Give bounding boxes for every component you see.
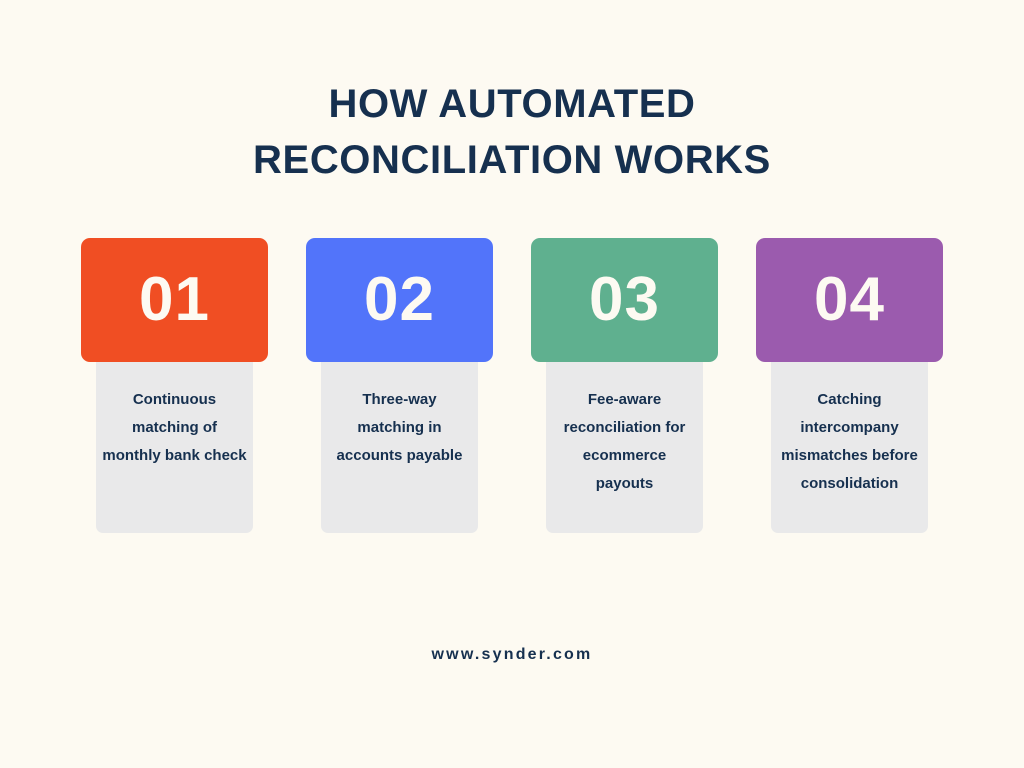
step-number: 01	[139, 265, 210, 334]
step-number: 04	[814, 265, 885, 334]
step-number: 03	[589, 265, 660, 334]
footer-website-url: www.synder.com	[431, 646, 593, 663]
step-number-badge: 01	[81, 238, 268, 362]
step-card: Three-way matching in accounts payable 0…	[306, 238, 493, 533]
step-card: Continuous matching of monthly bank chec…	[81, 238, 268, 533]
step-number-badge: 02	[306, 238, 493, 362]
step-card: Catching intercompany mismatches before …	[756, 238, 943, 533]
step-number: 02	[364, 265, 435, 334]
steps-container: Continuous matching of monthly bank chec…	[81, 238, 943, 533]
step-number-badge: 04	[756, 238, 943, 362]
page-title: HOW AUTOMATED RECONCILIATION WORKS	[253, 82, 771, 182]
step-card: Fee-aware reconciliation for ecommerce p…	[531, 238, 718, 533]
step-number-badge: 03	[531, 238, 718, 362]
